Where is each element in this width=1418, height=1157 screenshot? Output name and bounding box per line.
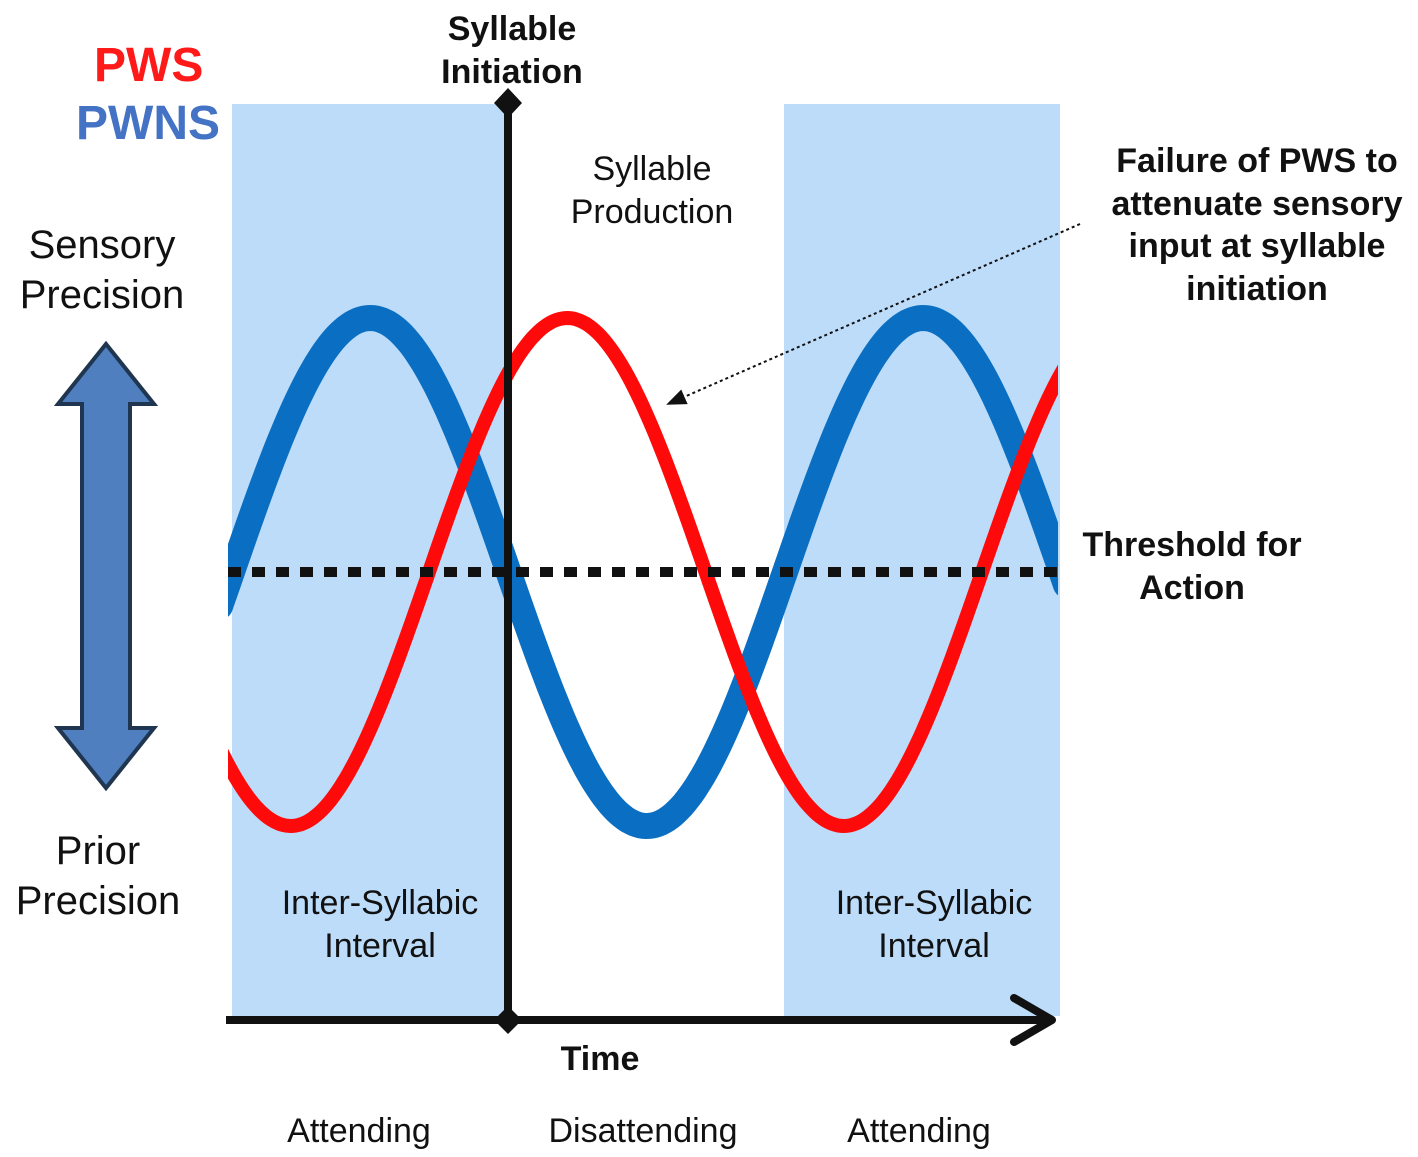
prior-precision-line2: Precision [15,879,181,923]
right-interval-line2: Interval [878,926,990,965]
prior-precision-line1: Prior [55,829,141,873]
right-interval-label: Inter-Syllabic Interval [816,882,1052,967]
failure-line1: Failure of PWS to [1116,142,1398,180]
threshold-line1: Threshold for [1082,526,1302,564]
legend-pws: PWS [94,39,204,92]
sensory-precision-line2: Precision [19,273,185,317]
syllable-initiation-label: Syllable Initiation [412,8,612,93]
precision-double-arrow [53,340,159,792]
failure-annotation: Failure of PWS to attenuate sensory inpu… [1098,140,1416,310]
time-axis-arrowhead [1010,994,1056,1046]
phase-disattending: Disattending [548,1112,738,1150]
legend-pwns: PWNS [76,97,220,150]
phase-attending-left: Attending [287,1112,431,1150]
left-interval-line2: Interval [324,926,436,965]
sensory-precision-label: Sensory Precision [0,220,204,320]
syllable-initiation-top-diamond [494,88,522,118]
right-interval-shade [784,104,1060,1016]
right-interval-line1: Inter-Syllabic [835,884,1033,922]
syllable-initiation-line1: Syllable [447,10,577,48]
failure-line3: input at syllable [1128,227,1386,265]
failure-line4: initiation [1186,269,1328,308]
threshold-line2: Action [1139,568,1245,607]
left-interval-shade [232,104,508,1016]
left-interval-line1: Inter-Syllabic [281,884,479,922]
prior-precision-label: Prior Precision [0,826,196,926]
phase-attending-right: Attending [847,1112,991,1150]
syllable-production-label: Syllable Production [546,148,758,233]
syllable-production-line1: Syllable [592,150,712,188]
failure-pointer-arrow [666,223,1081,405]
sensory-precision-line1: Sensory [28,223,176,267]
syllable-production-line2: Production [570,192,734,231]
failure-line2: attenuate sensory [1111,184,1403,223]
threshold-annotation: Threshold for Action [1074,524,1310,609]
pws-curve [228,310,1058,834]
left-interval-label: Inter-Syllabic Interval [262,882,498,967]
pwns-curve [228,304,1058,840]
time-label: Time [560,1040,640,1078]
syllable-initiation-line2: Initiation [441,52,583,91]
